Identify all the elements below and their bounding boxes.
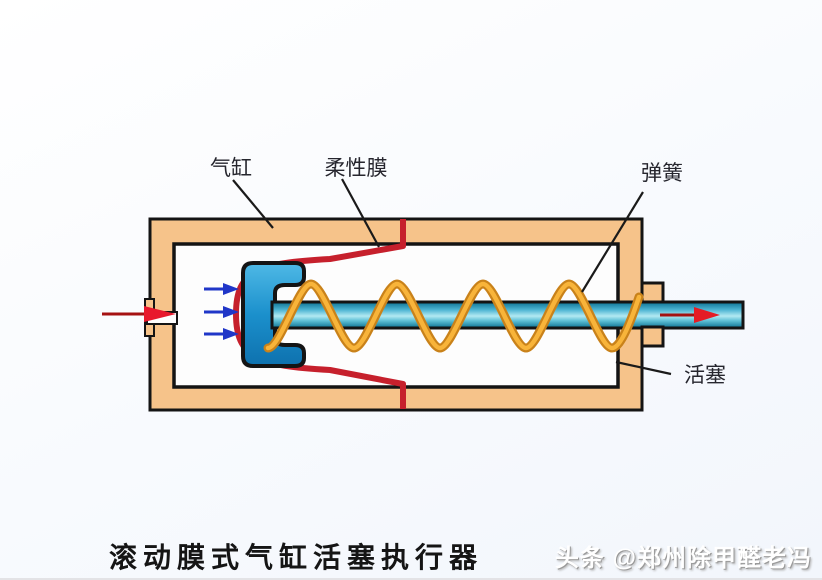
rod-bushing-bottom: [640, 325, 665, 348]
airflow-arrow-icon: [204, 328, 239, 340]
cylinder-label: 气缸: [210, 156, 252, 180]
spring-leader-line: [581, 191, 644, 293]
inlet-air-arrow-icon: [102, 306, 176, 322]
return-spring-shape: [263, 279, 644, 353]
diagram-title: 滚动膜式气缸活塞执行器: [108, 543, 483, 574]
rod-motion-arrow-icon: [660, 307, 720, 323]
rod-bushing-top: [640, 281, 665, 304]
watermark-text: 头条 @郑州除甲醛老冯: [554, 545, 812, 572]
membrane-leader-line: [341, 178, 380, 248]
airflow-arrow-icon: [204, 283, 239, 295]
airflow-arrow-icon: [204, 306, 239, 318]
spring-coil-highlight: [265, 281, 642, 351]
piston-label: 活塞: [684, 363, 726, 387]
spring-label: 弹簧: [641, 161, 683, 185]
piston-leader-line: [615, 360, 672, 376]
membrane-label: 柔性膜: [325, 156, 388, 180]
cylinder-leader-line: [232, 179, 274, 229]
